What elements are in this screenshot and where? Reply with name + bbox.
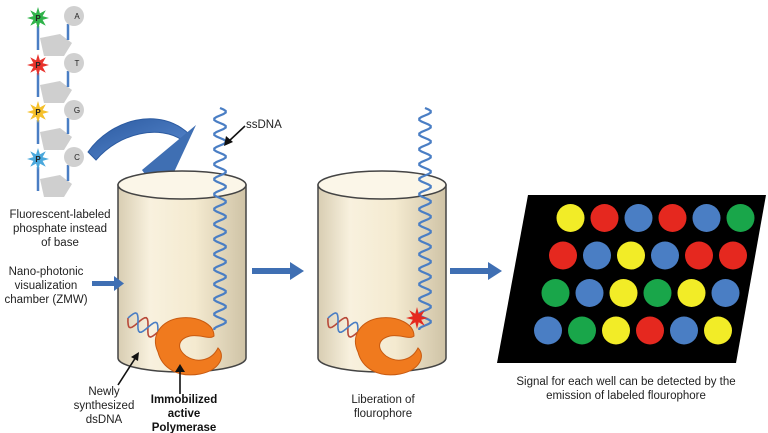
fluorophore-star-icon xyxy=(27,101,49,123)
sugar-pentagon xyxy=(40,81,72,103)
label-ssdna: ssDNA xyxy=(246,119,282,131)
arrow-chamber1-to-chamber2 xyxy=(252,262,304,280)
well-green xyxy=(541,279,570,307)
well-blue xyxy=(624,204,653,232)
liberated-fluorophore-star xyxy=(406,307,428,329)
pointer-ssdna xyxy=(224,125,246,146)
base-label: T xyxy=(75,59,80,68)
phosphate-label: P xyxy=(35,14,41,23)
label-dsdna-3: dsDNA xyxy=(86,414,123,426)
fluorophore-star-icon xyxy=(27,7,49,29)
well-green xyxy=(568,316,596,345)
label-chamber-2: visualization xyxy=(15,280,78,292)
base-circle xyxy=(64,53,84,73)
base-label: A xyxy=(74,12,80,21)
well-blue xyxy=(670,316,698,345)
well-yellow xyxy=(609,279,638,307)
base-label: C xyxy=(74,153,80,162)
sugar-pentagon xyxy=(40,128,72,150)
well-red xyxy=(658,204,687,232)
label-chamber-1: Nano-photonic xyxy=(9,266,84,278)
ssdna-strand-2 xyxy=(418,106,432,330)
sugar-pentagon xyxy=(40,175,72,197)
well-yellow xyxy=(677,279,706,307)
well-yellow xyxy=(704,316,732,345)
fluorophore-star-icon xyxy=(27,148,49,170)
arrow-chamber-pointer xyxy=(92,276,124,291)
base-circle xyxy=(64,6,84,26)
label-dsdna-2: synthesized xyxy=(74,400,135,412)
well-green xyxy=(726,204,755,232)
polymerase-2 xyxy=(355,317,422,376)
label-signal-1: Signal for each well can be detected by … xyxy=(516,376,735,388)
phosphate-label: P xyxy=(35,108,41,117)
label-polymerase-3: Polymerase xyxy=(152,422,217,433)
base-circle xyxy=(64,147,84,167)
label-polymerase-2: active xyxy=(168,408,201,420)
sugar-pentagon xyxy=(40,34,72,56)
well-blue xyxy=(534,316,562,345)
well-blue xyxy=(692,204,721,232)
base-circle xyxy=(64,100,84,120)
phosphate-label: P xyxy=(35,61,41,70)
base-label: G xyxy=(74,106,80,115)
well-blue xyxy=(583,241,611,270)
well-plate xyxy=(497,195,766,363)
phosphate-label: P xyxy=(35,155,41,164)
well-yellow xyxy=(556,204,585,232)
label-liberation-2: flourophore xyxy=(354,408,412,420)
well-blue xyxy=(711,279,740,307)
well-red xyxy=(719,241,747,270)
well-blue xyxy=(575,279,604,307)
pointer-polymerase xyxy=(175,364,185,394)
pointer-dsdna xyxy=(117,352,139,386)
well-green xyxy=(643,279,672,307)
arrow-chamber2-to-grid xyxy=(450,262,502,280)
label-polymerase-1: Immobilized xyxy=(151,394,217,406)
label-chamber-3: chamber (ZMW) xyxy=(4,294,87,306)
label-fluorescent-3: of base xyxy=(41,237,79,249)
label-fluorescent-1: Fluorescent-labeled xyxy=(9,209,110,221)
polymerase-1 xyxy=(155,317,222,376)
well-red xyxy=(685,241,713,270)
label-signal-2: emission of labeled flourophore xyxy=(546,390,706,402)
well-red xyxy=(636,316,664,345)
well-red xyxy=(549,241,577,270)
well-red xyxy=(590,204,619,232)
ssdna-strand-1 xyxy=(213,106,227,330)
label-dsdna-1: Newly xyxy=(88,386,120,398)
well-yellow xyxy=(617,241,645,270)
label-liberation-1: Liberation of xyxy=(351,394,415,406)
well-blue xyxy=(651,241,679,270)
zmw-chamber-2 xyxy=(317,170,447,373)
well-yellow xyxy=(602,316,630,345)
well-grid xyxy=(534,204,755,345)
label-fluorescent-2: phosphate instead xyxy=(13,223,107,235)
fluorophore-star-icon xyxy=(27,54,49,76)
